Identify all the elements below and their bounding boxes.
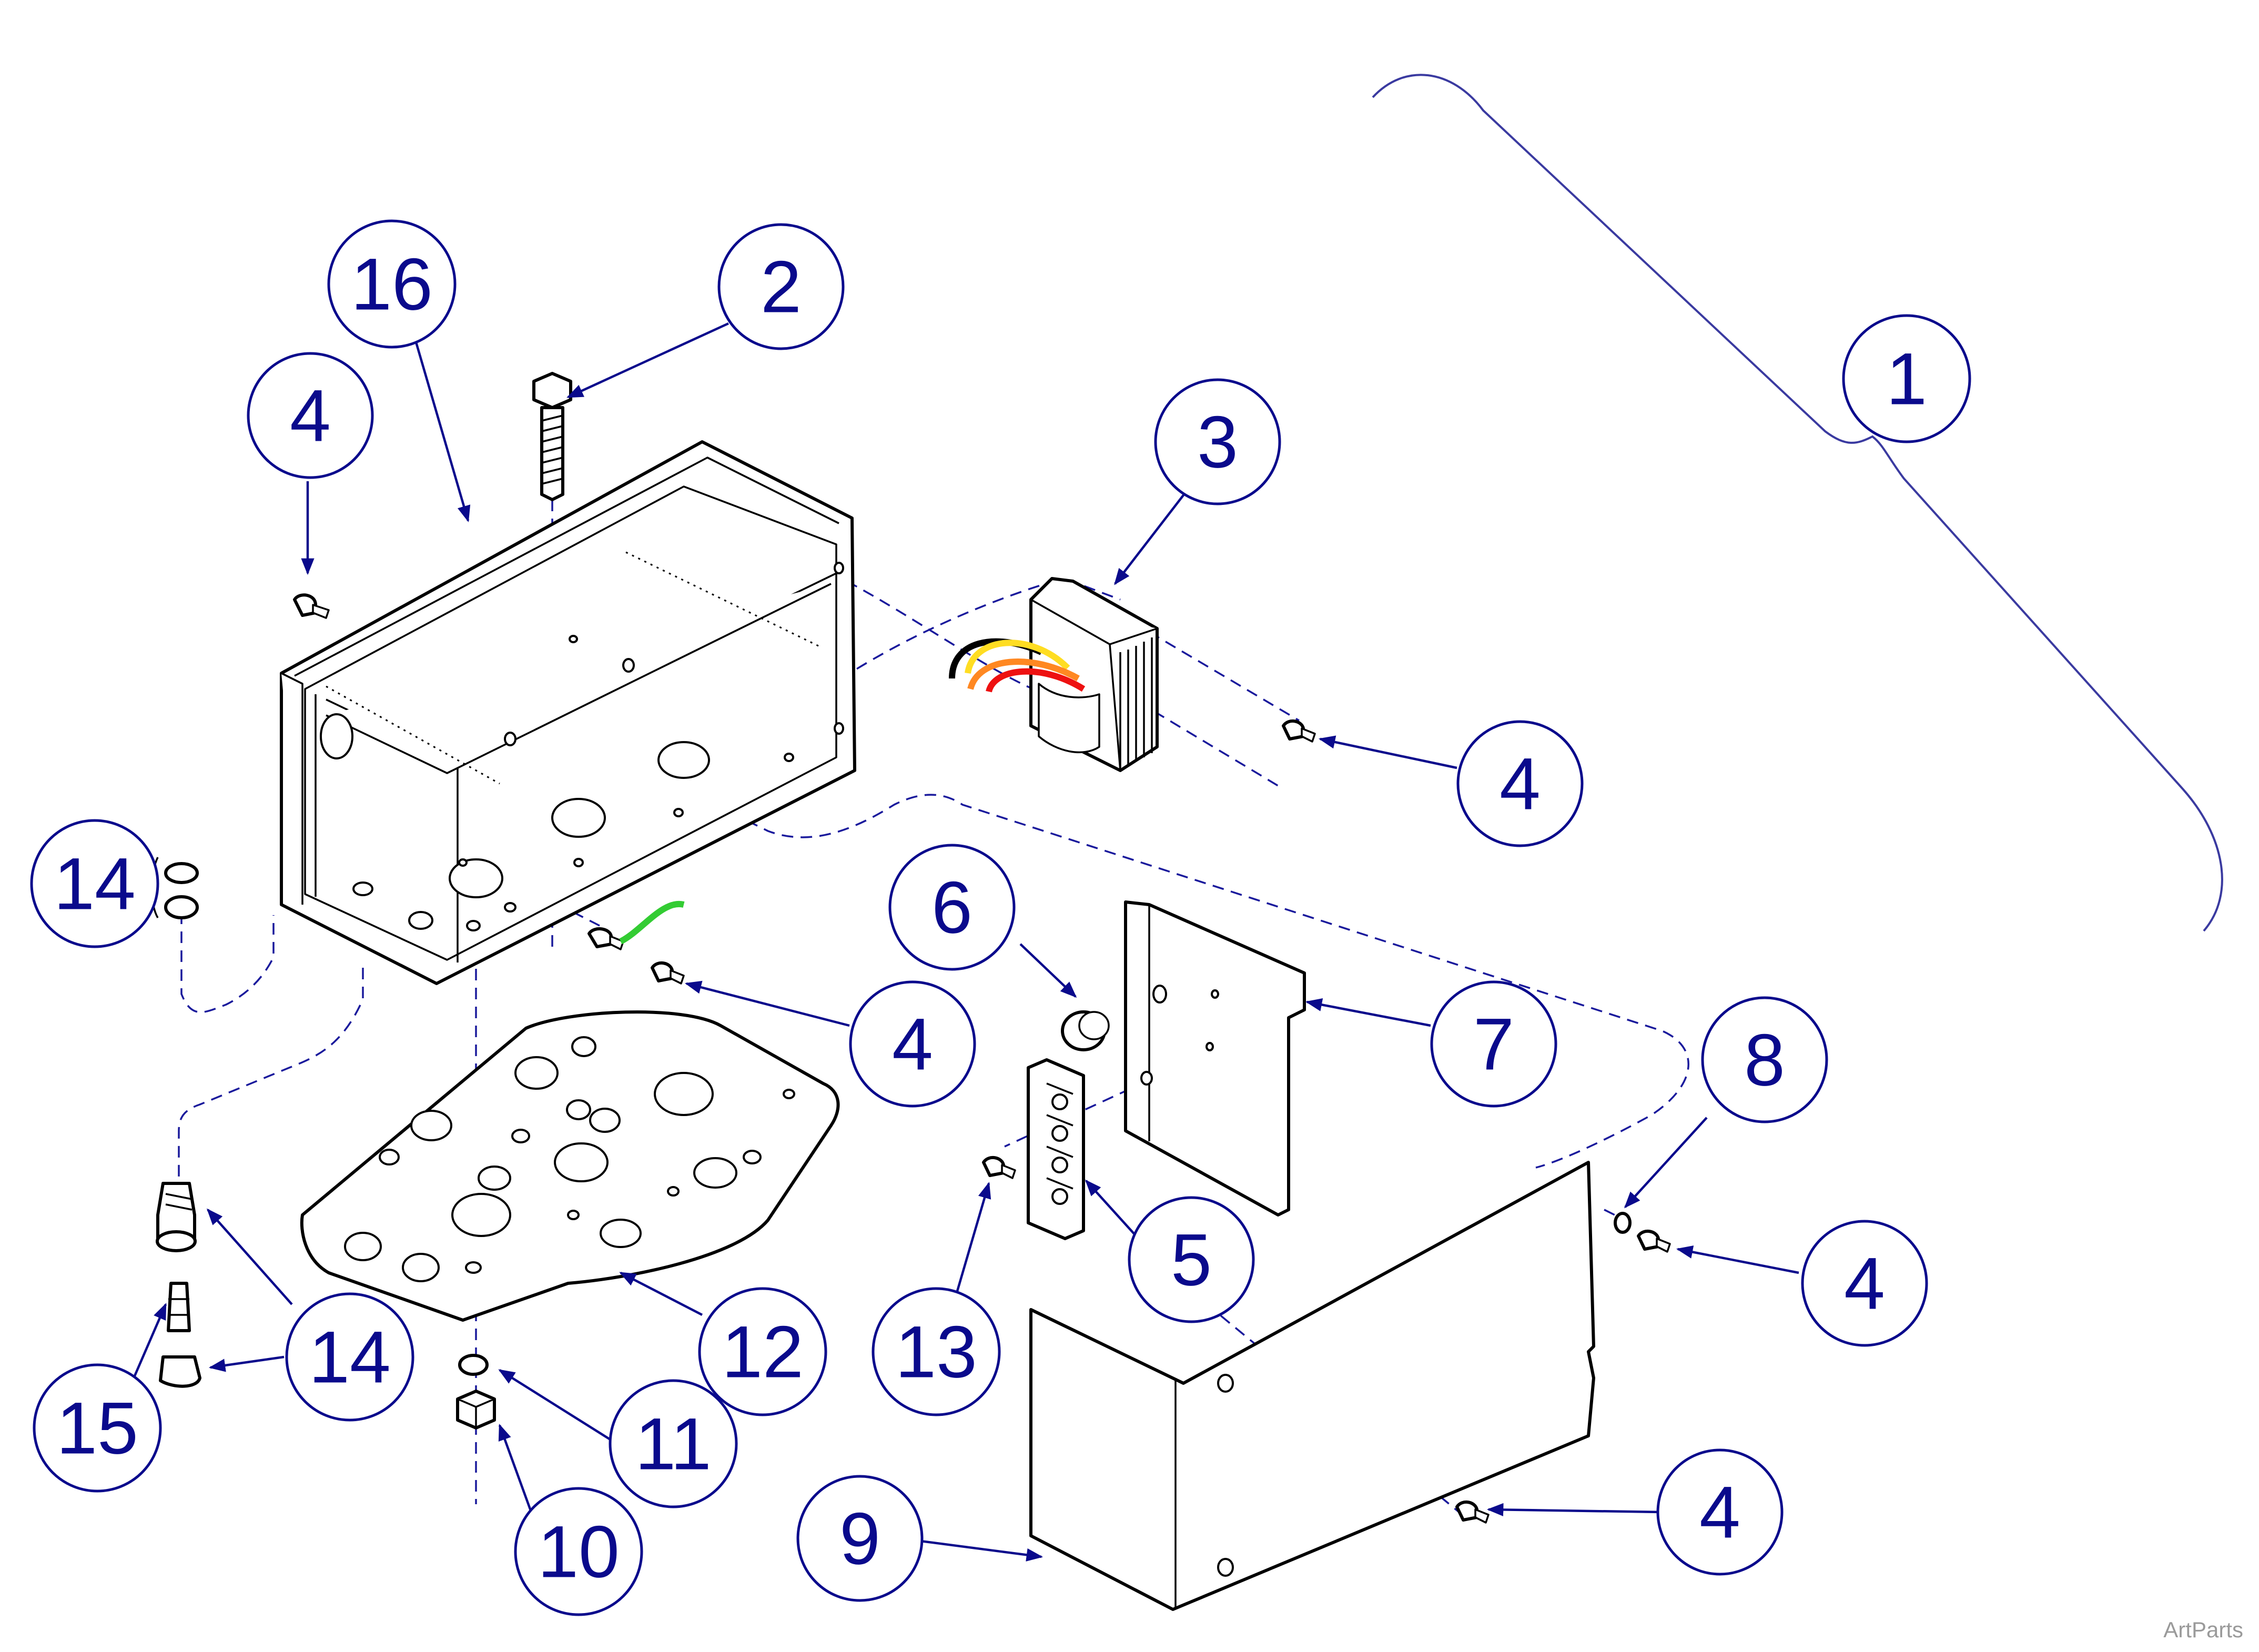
svg-text:16: 16	[351, 243, 433, 326]
callout-8: 8	[1701, 996, 1828, 1123]
callout-6: 6	[888, 844, 1016, 971]
transformer	[949, 577, 1159, 772]
svg-text:2: 2	[761, 246, 802, 328]
svg-text:4: 4	[1699, 1471, 1740, 1554]
callout-7: 7	[1430, 980, 1557, 1108]
callout-10: 10	[514, 1487, 643, 1616]
lamp-holder	[156, 1182, 197, 1252]
svg-text:12: 12	[722, 1311, 804, 1393]
svg-text:8: 8	[1744, 1019, 1785, 1101]
washer-side	[1614, 1212, 1632, 1234]
svg-text:10: 10	[538, 1511, 620, 1593]
svg-text:9: 9	[839, 1497, 880, 1580]
callout-14-left: 14	[30, 819, 159, 948]
callout-1: 1	[1842, 314, 1971, 443]
ground-wire	[619, 900, 685, 945]
svg-text:15: 15	[56, 1387, 138, 1469]
terminal-block	[1027, 1058, 1085, 1240]
svg-text:5: 5	[1171, 1219, 1212, 1301]
svg-text:14: 14	[309, 1316, 391, 1398]
svg-text:6: 6	[931, 866, 973, 949]
callout-11: 11	[609, 1379, 738, 1508]
svg-text:4: 4	[892, 1003, 933, 1086]
svg-text:4: 4	[290, 374, 331, 457]
callout-4-ground: 4	[849, 980, 976, 1108]
svg-text:13: 13	[895, 1311, 977, 1393]
mounting-bracket	[1124, 900, 1306, 1217]
screw-side-right	[1637, 1230, 1671, 1253]
hex-bolt	[532, 372, 572, 501]
svg-text:3: 3	[1197, 401, 1238, 483]
wire-orange	[967, 658, 1080, 690]
lock-washer	[458, 1354, 489, 1376]
callout-12: 12	[698, 1287, 827, 1416]
svg-text:1: 1	[1886, 338, 1927, 420]
svg-text:4: 4	[1844, 1242, 1885, 1325]
screw-transformer	[1282, 719, 1316, 743]
screw-cover	[1455, 1501, 1490, 1524]
leader-lines	[130, 322, 1799, 1562]
enclosure-box	[280, 440, 856, 985]
callout-2: 2	[717, 223, 845, 350]
ground-wire-lug	[587, 900, 685, 950]
callout-13: 13	[872, 1287, 1001, 1416]
watermark: ArtParts	[2163, 1617, 2243, 1642]
grommet	[1061, 1010, 1110, 1051]
svg-text:4: 4	[1500, 743, 1541, 825]
assembly-brace	[1372, 74, 2223, 932]
lens-cap	[159, 1355, 201, 1388]
callout-5: 5	[1128, 1196, 1255, 1323]
svg-text:14: 14	[54, 843, 136, 925]
wire-yellow	[965, 640, 1070, 674]
screw-ground	[651, 961, 685, 985]
callout-4-transformer: 4	[1456, 720, 1584, 847]
hex-nut	[456, 1390, 496, 1430]
callout-14-bottom: 14	[285, 1292, 414, 1422]
screw-top-left	[293, 593, 330, 619]
callout-4-top-left: 4	[247, 352, 374, 479]
wire-red	[986, 668, 1086, 693]
svg-text:7: 7	[1473, 1003, 1514, 1086]
callout-9: 9	[796, 1475, 924, 1602]
svg-text:11: 11	[635, 1403, 711, 1485]
lamp	[167, 1282, 191, 1332]
cover-panel	[1029, 1161, 1595, 1611]
callout-4-side: 4	[1801, 1220, 1928, 1347]
callout-15: 15	[33, 1363, 162, 1493]
callout-4-cover: 4	[1656, 1448, 1784, 1576]
screw-terminal	[982, 1156, 1016, 1179]
callout-3: 3	[1154, 378, 1281, 505]
callout-16: 16	[327, 219, 457, 349]
base-plate	[300, 1010, 840, 1322]
